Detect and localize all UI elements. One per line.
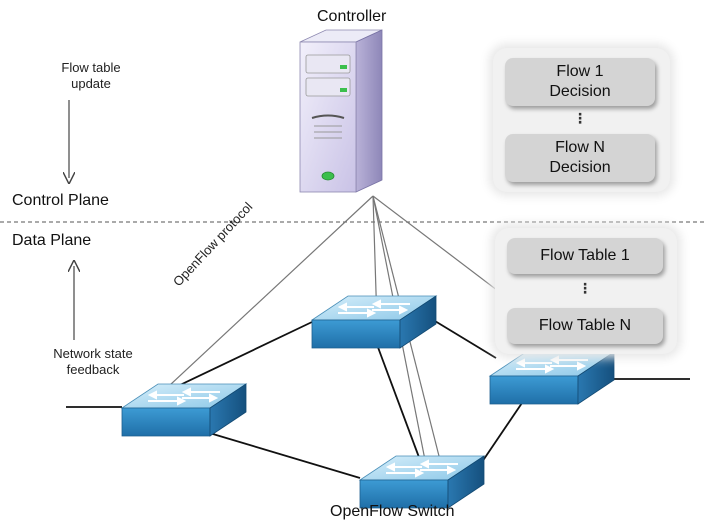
openflow-switch-label: OpenFlow Switch (330, 503, 455, 520)
flow-1-decision-box: Flow 1 Decision (505, 58, 655, 106)
flow-n-decision-line2: Decision (549, 159, 611, 176)
network-switch-icon (311, 295, 437, 349)
flow-1-decision-line1: Flow 1 (556, 63, 604, 80)
flow-n-decision-box: Flow N Decision (505, 134, 655, 182)
decisions-ellipsis: ⋮ (573, 110, 587, 126)
controller-label: Controller (317, 8, 387, 25)
tables-ellipsis: ⋮ (578, 280, 592, 296)
network-switch-icon (489, 351, 615, 405)
flow-decisions-panel: Flow 1 Decision ⋮ Flow N Decision (493, 48, 670, 192)
flow-table-update-line2: update (71, 76, 111, 91)
flow-table-1-box: Flow Table 1 (507, 238, 663, 274)
flow-table-update-line1: Flow table (61, 60, 121, 75)
data-plane-links (66, 317, 690, 479)
network-state-feedback-line2: feedback (66, 362, 120, 377)
data-plane-label: Data Plane (12, 232, 92, 249)
flow-table-n-box: Flow Table N (507, 308, 663, 344)
flow-1-decision-line2: Decision (549, 83, 611, 100)
flow-tables-panel: Flow Table 1 ⋮ Flow Table N (495, 228, 677, 354)
flow-n-decision-line1: Flow N (555, 139, 605, 156)
network-switch-icon (121, 383, 247, 437)
network-state-feedback-label: Network state feedback (38, 346, 148, 378)
network-state-feedback-line1: Network state (53, 346, 133, 361)
control-plane-label: Control Plane (12, 192, 109, 209)
flow-table-update-label: Flow table update (46, 60, 136, 92)
network-switch-icon (359, 455, 485, 509)
server-icon (299, 29, 383, 193)
